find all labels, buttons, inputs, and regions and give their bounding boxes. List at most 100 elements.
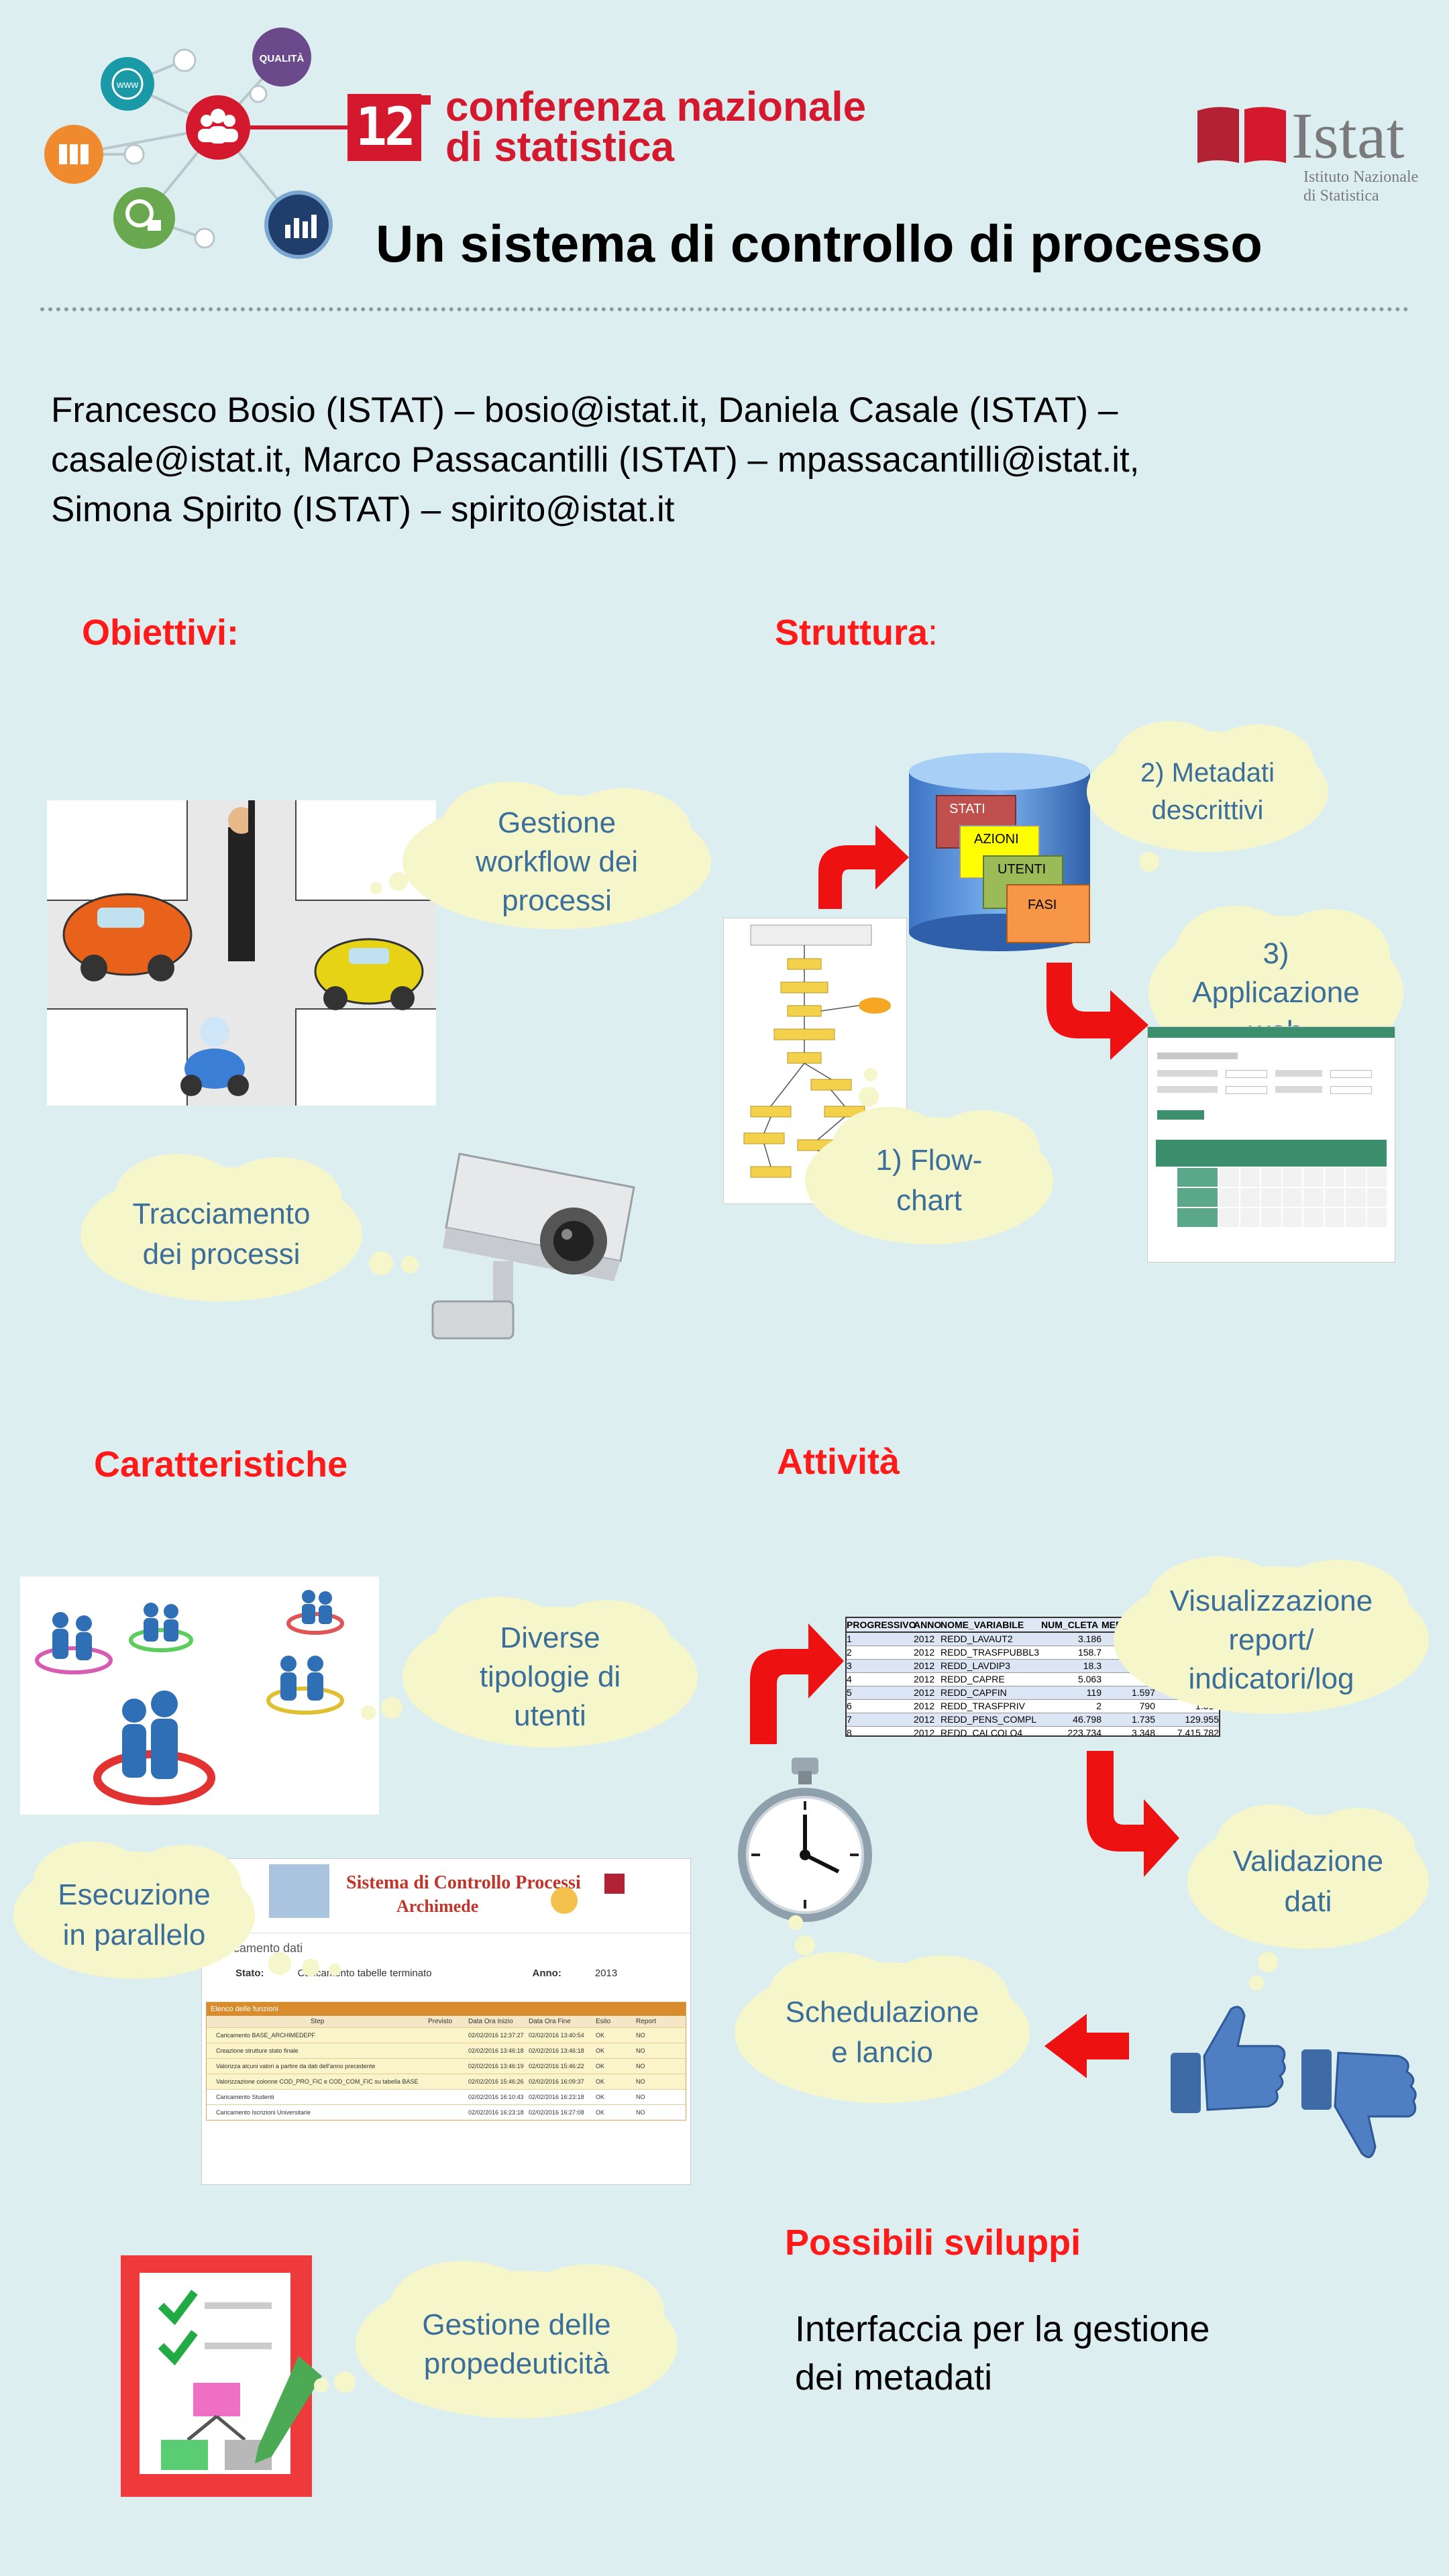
section-caratteristiche: Caratteristiche (94, 1444, 348, 1485)
authors-line: Simona Spirito (ISTAT) – spirito@istat.i… (51, 490, 675, 529)
table-cell: 8 (847, 1727, 852, 1737)
cloud-text: dei processi (142, 1238, 301, 1271)
stopwatch-icon (738, 1758, 872, 1922)
archimede-table-title: Elenco delle funzioni (207, 2002, 686, 2016)
archimede-stato-label: Stato: (235, 1968, 264, 1979)
table-cell: OK (596, 2078, 605, 2085)
svg-text:QUALITÀ: QUALITÀ (260, 53, 305, 64)
gear-lock-icon (113, 187, 175, 249)
cloud-text: 1) Flow- (875, 1144, 983, 1177)
report-col-header: ANNO (914, 1619, 942, 1630)
table-cell: 5 (847, 1687, 852, 1698)
network-hub-graphic: www QUALITÀ (44, 28, 349, 259)
cloud-text: Validazione (1232, 1845, 1384, 1878)
table-cell: REDD_CALCOLO4 (941, 1727, 1023, 1737)
archimede-col-header: Data Ora Fine (529, 2018, 571, 2025)
table-cell (428, 2059, 468, 2074)
table-cell: Caricamento Iscrizioni Universitarie (216, 2109, 311, 2116)
cloud-text: chart (896, 1184, 962, 1217)
table-cell: 02/02/2016 13:40:54 (529, 2032, 584, 2039)
table-cell: 02/02/2016 13:46:19 (468, 2063, 524, 2070)
table-cell: 2 (847, 1647, 852, 1658)
traffic-intersection-illustration (47, 800, 436, 1106)
table-cell: 02/02/2016 13:46:18 (468, 2047, 524, 2054)
table-cell: 5.063 (1077, 1674, 1102, 1684)
table-cell: 7 (847, 1714, 852, 1725)
table-cell: REDD_TRASFPRIV (941, 1701, 1026, 1711)
sviluppi-text: Interfaccia per la gestione dei metadati (795, 2305, 1210, 2402)
table-cell: 02/02/2016 16:23:18 (529, 2094, 584, 2100)
istat-logo: Istat Istituto Nazionale di Statistica (1197, 100, 1419, 211)
table-cell: OK (596, 2047, 605, 2054)
archimede-anno-value: 2013 (594, 1968, 618, 1979)
section-struttura-label: Struttura (775, 612, 928, 653)
section-obiettivi: Obiettivi: (82, 612, 239, 653)
cloud-text: Esecuzione (58, 1878, 211, 1911)
cloud-text: Gestione (497, 806, 616, 839)
table-cell: 02/02/2016 12:37:27 (468, 2032, 524, 2039)
cloud-text: 3) (1263, 937, 1289, 970)
table-row: Valorizzazione colonne COD_PRO_FIC e COD… (207, 2074, 686, 2089)
conference-number: 12 (356, 97, 416, 158)
table-cell (428, 2028, 468, 2043)
table-cell (428, 2090, 468, 2104)
security-camera-icon (431, 1152, 635, 1340)
archimede-stato-value: Caricamento tabelle terminato (297, 1968, 432, 1979)
archimede-subtitle-name: Archimede (396, 1896, 479, 1916)
sviluppi-line: Interfaccia per la gestione (795, 2309, 1210, 2349)
cloud-propedeuticita: Gestione delle propedeuticità (314, 2261, 678, 2428)
thumbs-up-icon (1171, 2006, 1286, 2113)
cloud-text: indicatori/log (1188, 1662, 1354, 1695)
table-row: Caricamento Iscrizioni Universitarie 02/0… (207, 2104, 686, 2120)
table-cell: NO (636, 2047, 645, 2054)
table-cell: 2012 (914, 1714, 935, 1725)
cloud-text: descrittivi (1151, 796, 1264, 825)
table-cell: 1.735 (1131, 1714, 1155, 1725)
archimede-col-header: Step (310, 2018, 325, 2025)
table-cell: 2012 (914, 1660, 935, 1671)
svg-text:www: www (116, 79, 139, 91)
table-row: Caricamento BASE_ARCHIMEDEPF 02/02/2016 1… (207, 2027, 686, 2043)
user-groups-illustration (20, 1576, 379, 1815)
table-cell: 02/02/2016 16:23:18 (468, 2109, 524, 2116)
cloud-schedulazione: Schedulazione e lancio (735, 1915, 1030, 2113)
istat-logo-sub2: di Statistica (1303, 187, 1379, 205)
cloud-text: Visualizzazione (1169, 1585, 1373, 1617)
archimede-title: Sistema di Controllo Processi (346, 1872, 581, 1893)
table-cell: 2012 (914, 1687, 935, 1698)
sviluppi-line: dei metadati (795, 2357, 993, 2398)
section-struttura: Struttura: (775, 612, 938, 653)
istat-logo-mark (1197, 107, 1286, 163)
table-cell: 02/02/2016 16:27:08 (529, 2109, 584, 2116)
header-divider (40, 307, 1409, 311)
cloud-flowchart: 1) Flow- chart (805, 1068, 1053, 1254)
cloud-text: in parallelo (62, 1919, 206, 1951)
report-col-header: NUM_CLETA (1041, 1619, 1099, 1630)
table-cell: 3.186 (1077, 1633, 1102, 1644)
table-cell: REDD_TRASFPUBBL3 (941, 1647, 1040, 1658)
table-cell (428, 2074, 468, 2089)
table-cell: 02/02/2016 15:46:26 (468, 2078, 524, 2085)
table-cell: 46.798 (1073, 1714, 1102, 1725)
cloud-text: e lancio (831, 2036, 933, 2069)
table-cell: Caricamento BASE_ARCHIMEDEPF (216, 2032, 316, 2039)
table-cell: 2012 (914, 1674, 935, 1684)
archimede-col-header: Previsto (428, 2018, 453, 2025)
table-cell: 2012 (914, 1727, 935, 1737)
table-cell: REDD_LAVAUT2 (941, 1633, 1013, 1644)
table-cell: OK (596, 2032, 605, 2039)
table-cell: 2 (1096, 1701, 1102, 1711)
archimede-anno-label: Anno: (532, 1968, 561, 1979)
arrow-to-schedulazione (1044, 2014, 1129, 2078)
metadata-database: STATI AZIONI UTENTI FASI (909, 751, 1090, 953)
cloud-text: propedeuticità (423, 2347, 610, 2380)
arrow-to-report (750, 1623, 844, 1744)
cloud-text: Schedulazione (785, 1996, 979, 2029)
authors-line: Francesco Bosio (ISTAT) – bosio@istat.it… (51, 390, 1118, 430)
table-cell: 2012 (914, 1647, 935, 1658)
table-cell: 790 (1139, 1701, 1155, 1711)
